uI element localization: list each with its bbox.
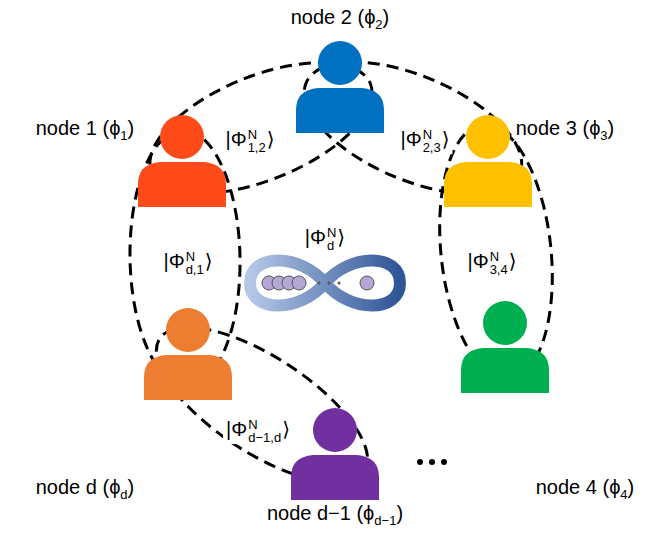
person-node: node 4 (ϕ4) bbox=[457, 298, 553, 393]
pair-ellipse bbox=[134, 298, 391, 511]
person-icon bbox=[134, 112, 230, 207]
person-icon bbox=[457, 298, 553, 393]
node-label: node d (ϕd) bbox=[36, 475, 135, 507]
state-label: |ΦNd,1⟩ bbox=[160, 248, 215, 276]
pair-ellipse bbox=[132, 36, 390, 221]
state-label: |ΦN2,3⟩ bbox=[397, 126, 452, 154]
state-label: |ΦN1,2⟩ bbox=[222, 126, 277, 154]
person-icon bbox=[287, 405, 383, 500]
person-node: node 3 (ϕ3) bbox=[440, 112, 536, 207]
ellipsis-dots bbox=[417, 459, 447, 465]
state-label: |ΦN3,4⟩ bbox=[464, 248, 519, 276]
person-node: node 2 (ϕ2) bbox=[292, 38, 388, 133]
infinity-symbol bbox=[250, 261, 400, 306]
node-label: node d−1 (ϕd−1) bbox=[267, 501, 403, 533]
node-label: node 4 (ϕ4) bbox=[536, 475, 635, 507]
state-label: |ΦNd−1,d⟩ bbox=[223, 416, 293, 444]
person-node: node 1 (ϕ1) bbox=[134, 112, 230, 207]
pair-ellipses bbox=[128, 35, 564, 512]
pair-ellipse bbox=[428, 119, 564, 385]
node-label: node 2 (ϕ2) bbox=[291, 5, 390, 37]
state-label: |ΦNd⟩ bbox=[302, 224, 348, 252]
person-icon bbox=[292, 38, 388, 133]
person-icon bbox=[140, 305, 236, 400]
node-label: node 1 (ϕ1) bbox=[36, 116, 135, 148]
person-node: node d−1 (ϕd−1) bbox=[287, 405, 383, 500]
pair-ellipse bbox=[128, 129, 242, 387]
node-label: node 3 (ϕ3) bbox=[516, 116, 615, 148]
pair-ellipse bbox=[286, 35, 540, 221]
person-node: node d (ϕd) bbox=[140, 305, 236, 400]
